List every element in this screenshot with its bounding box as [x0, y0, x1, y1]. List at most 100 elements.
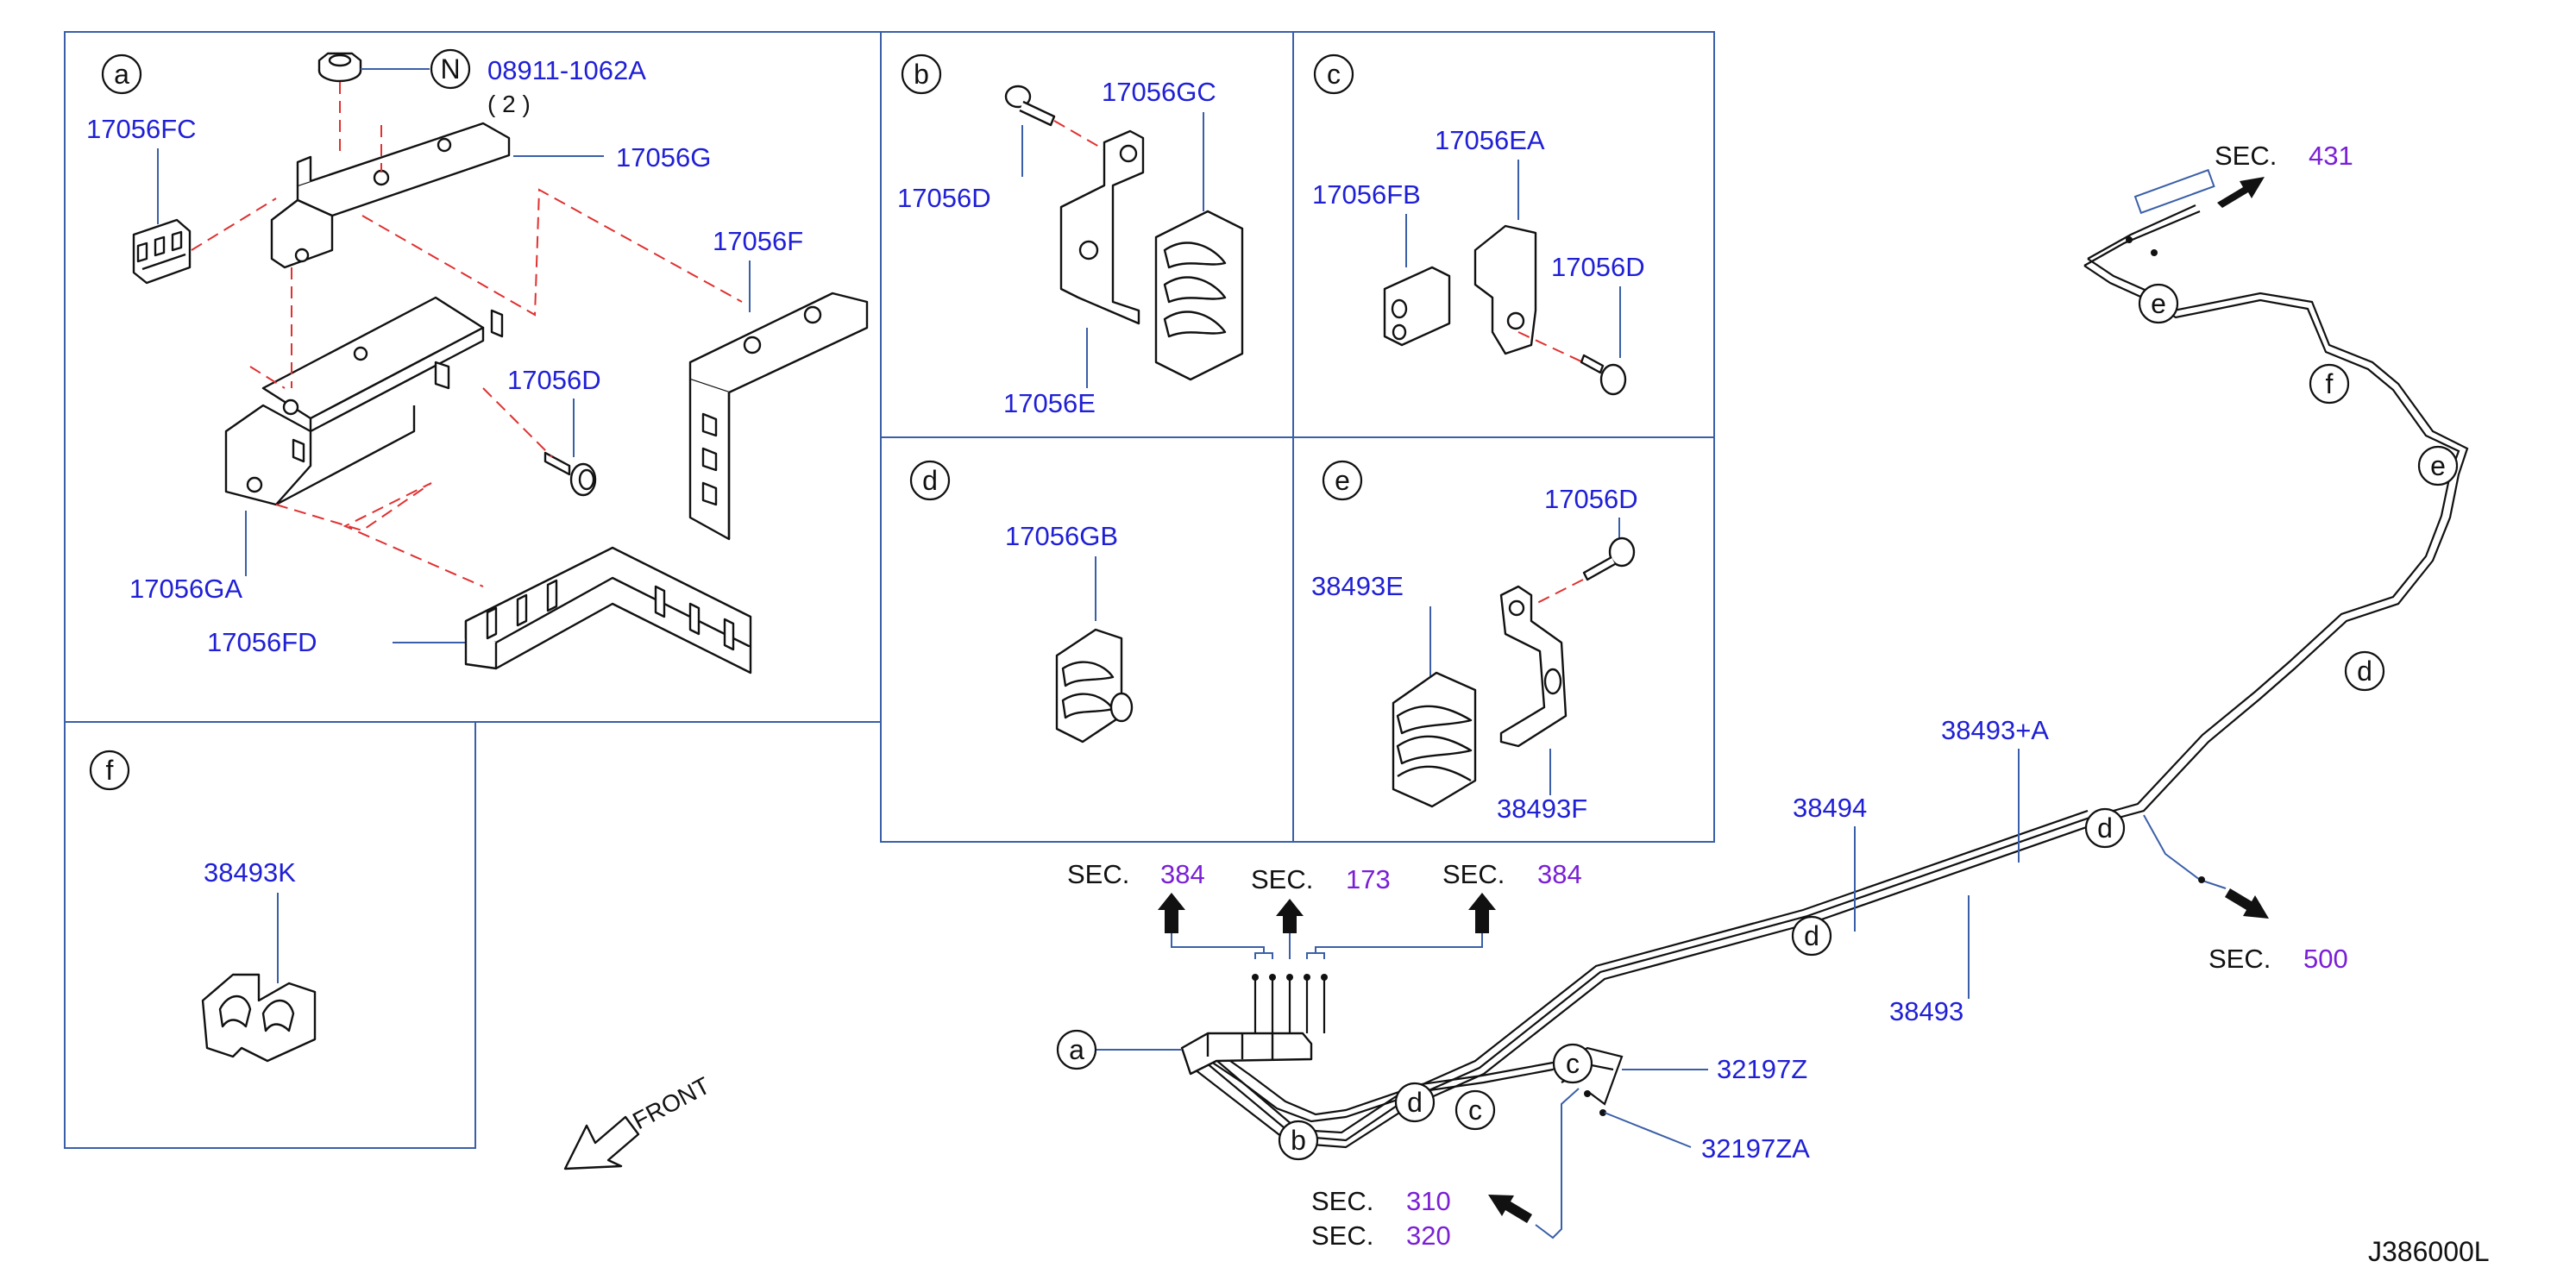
arrow-icon [2225, 888, 2269, 919]
panel-f-label: f [106, 755, 114, 786]
part-number: 17056GA [129, 574, 242, 604]
bolt-icon [543, 451, 597, 497]
clip-17056fc-icon [132, 218, 192, 285]
sec-label: SEC. [1067, 859, 1129, 889]
sec-label: SEC. [2215, 141, 2277, 171]
clamp-38493f-icon [1499, 585, 1568, 748]
sec-label: SEC. [1311, 1186, 1373, 1216]
sec-label: SEC. [1311, 1220, 1373, 1251]
callout-circles: b d c c d d d e f e [1278, 283, 2459, 1161]
sec-number: 384 [1537, 859, 1582, 889]
panel-a-label-circle [101, 53, 142, 95]
front-arrow-icon [563, 1115, 640, 1170]
nut-symbol: N [440, 53, 460, 85]
panel-a: a N 08911-1062A ( 2 ) 17056FC 17056G [86, 48, 869, 675]
part-number: 17056D [1544, 484, 1638, 514]
callout-circle [1056, 1029, 1097, 1070]
panel-b-label: b [914, 59, 929, 90]
sec-label: SEC. [2208, 944, 2271, 974]
front-label: FRONT [628, 1072, 714, 1135]
up-arrow-icon [1158, 893, 1185, 933]
clamp-17056ea-icon [1473, 224, 1537, 355]
part-number: 17056GC [1102, 77, 1216, 107]
part-number: 17056GB [1005, 521, 1118, 551]
up-arrow-icon [1468, 893, 1496, 933]
part-number: 32197Z [1717, 1054, 1807, 1084]
callout-e: e [2151, 288, 2166, 319]
callout-b: b [1291, 1125, 1306, 1156]
up-arrow-icon [1276, 899, 1304, 933]
bracket-17056g-icon [270, 122, 511, 269]
panel-d-label-circle [909, 460, 951, 501]
part-number: 38493F [1497, 794, 1587, 824]
part-number: 08911-1062A [487, 55, 646, 85]
arrow-icon [1488, 1195, 1532, 1223]
assembly-lines [191, 82, 743, 587]
part-number: 38493E [1311, 571, 1404, 601]
drawing-number: J386000L [2368, 1236, 2490, 1267]
sec-number: 310 [1406, 1186, 1451, 1216]
panel-f-label-circle [89, 750, 130, 791]
part-number: 17056EA [1435, 125, 1545, 155]
callout-d: d [2097, 813, 2113, 844]
sec-number: 173 [1346, 864, 1391, 894]
sec-number: 320 [1406, 1220, 1451, 1251]
leader-line [1604, 1112, 1692, 1148]
panel-c-label: c [1327, 59, 1341, 90]
part-number: 17056D [1551, 252, 1645, 282]
part-number: 38494 [1793, 793, 1867, 823]
sec-number: 500 [2303, 944, 2348, 974]
front-indicator: FRONT [563, 1072, 714, 1170]
callout-a: a [1069, 1034, 1084, 1065]
panel-d: d 17056GB [909, 460, 1134, 744]
part-number: 17056FB [1312, 179, 1421, 210]
part-number: 17056G [616, 142, 711, 173]
part-number: 17056D [897, 183, 991, 213]
arrow-icon [2217, 177, 2265, 208]
panel-c-label-circle [1313, 53, 1354, 95]
sec-label: SEC. [1251, 864, 1313, 894]
panel-e: e 17056D 38493E 38493F [1311, 460, 1638, 824]
panel-b-label-circle [901, 53, 942, 95]
nut-symbol-circle [430, 48, 471, 90]
callout-c: c [1468, 1095, 1482, 1126]
assembly-line [1535, 579, 1584, 605]
sec-label: SEC. [1442, 859, 1505, 889]
callout-d: d [1804, 920, 1819, 951]
clip-17056gc-icon [1154, 210, 1244, 381]
channel-17056f-icon [688, 292, 869, 541]
panel-c: c 17056EA 17056FB 17056D [1312, 53, 1645, 396]
assembly-line [1517, 331, 1584, 363]
panel-f-frame [64, 721, 476, 1149]
bracket-17056ga-icon [224, 296, 504, 506]
clamp-17056e-icon [1059, 129, 1145, 325]
part-number: 17056E [1003, 388, 1096, 418]
sec-number: 431 [2309, 141, 2353, 171]
clip-38493k-icon [201, 973, 317, 1063]
callout-d: d [1407, 1087, 1423, 1118]
channel-17056fd-icon [464, 546, 752, 675]
flange-nut-icon [317, 52, 362, 83]
section-references: SEC. 384 SEC. 173 SEC. 384 SEC. 431 SEC.… [1067, 141, 2353, 1251]
callout-c: c [1566, 1048, 1580, 1079]
connector-block-icon [1180, 1032, 1313, 1076]
part-number: 32197ZA [1701, 1133, 1810, 1164]
panel-frames [64, 31, 1715, 1149]
part-number: 17056F [713, 226, 803, 256]
part-number: 17056FC [86, 114, 197, 144]
quantity-label: ( 2 ) [487, 91, 531, 117]
callout-e: e [2430, 450, 2446, 481]
panel-e-frame [1292, 436, 1715, 843]
stub-lines [1171, 932, 1483, 1033]
panel-f: f 38493K [89, 750, 317, 1063]
panel-e-label-circle [1322, 460, 1363, 501]
panel-b: b 17056GC 17056D 17056E [897, 53, 1244, 418]
part-number: 38493 [1889, 996, 1963, 1026]
bolt-icon [1580, 354, 1627, 396]
callout-d: d [2357, 656, 2372, 687]
bolt-icon [1004, 85, 1056, 127]
part-number: 17056FD [207, 627, 317, 657]
grommet-17056fb-icon [1383, 266, 1451, 347]
bolt-icon [1582, 536, 1636, 581]
